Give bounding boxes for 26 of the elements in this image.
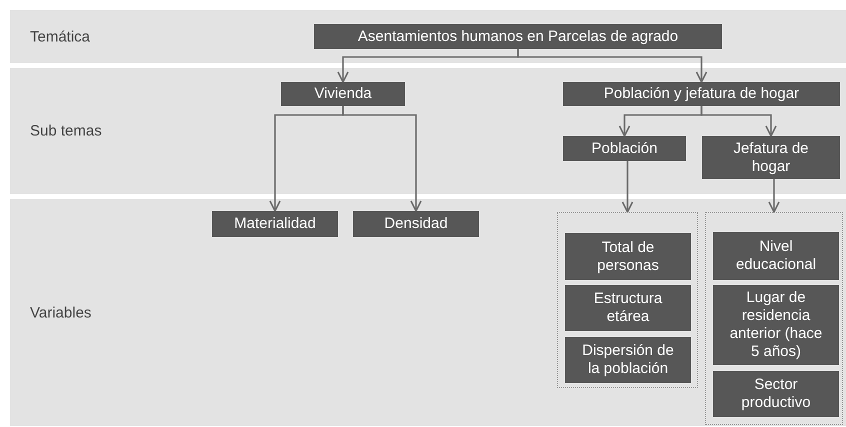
band <box>10 68 846 194</box>
category-box: Población y jefatura de hogar <box>563 82 840 106</box>
arrow <box>622 161 634 213</box>
band <box>10 199 846 426</box>
category-box: Dispersión de la población <box>565 337 691 383</box>
category-box: Asentamientos humanos en Parcelas de agrado <box>314 24 722 49</box>
category-box: Estructura etárea <box>565 285 691 331</box>
arrow <box>517 49 708 83</box>
category-box: Población <box>563 136 686 161</box>
category-box: Nivel educacional <box>713 232 839 280</box>
category-box: Total de personas <box>565 233 691 280</box>
category-box: Sector productivo <box>713 371 839 417</box>
category-box: Lugar de residencia anterior (hace 5 años) <box>713 285 839 365</box>
band-label: Variables <box>30 304 92 321</box>
category-box: Materialidad <box>212 211 338 237</box>
band-label: Sub temas <box>30 122 102 140</box>
category-box: Densidad <box>353 211 479 237</box>
band-label: Temática <box>30 28 90 45</box>
arrow <box>768 179 780 213</box>
arrow <box>700 106 777 137</box>
category-box: Jefatura de hogar <box>702 136 840 179</box>
dotted-group-frame <box>557 212 698 388</box>
category-box: Vivienda <box>281 82 405 106</box>
band <box>10 10 846 63</box>
arrow <box>342 106 422 212</box>
dotted-group-frame <box>705 212 843 425</box>
